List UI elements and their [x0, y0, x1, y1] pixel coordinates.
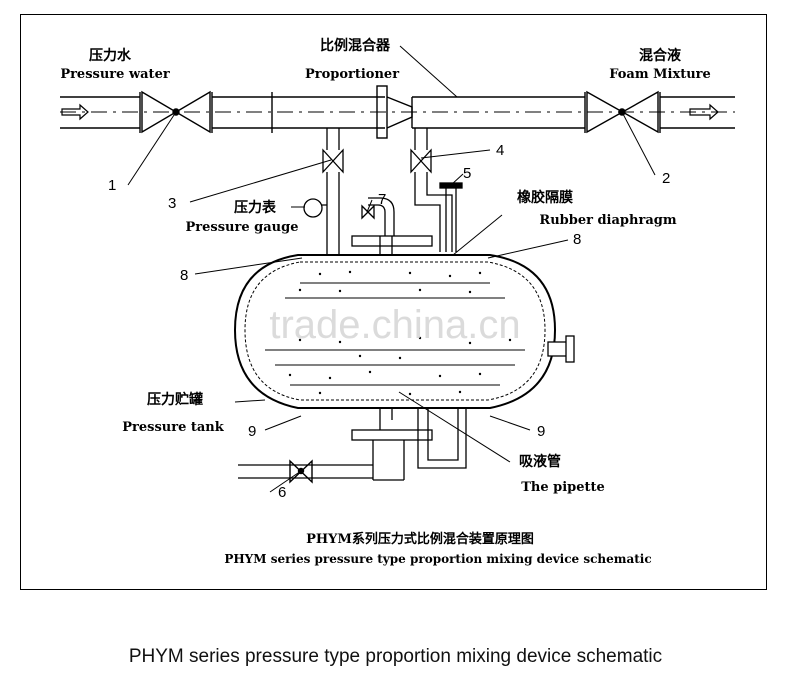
label-foam-mixture-en: Foam Mixture: [609, 67, 711, 82]
label-proportioner-cn: 比例混合器: [320, 37, 391, 54]
label-pressure-gauge-cn: 压力表: [234, 199, 277, 216]
callout-8-left: 8: [180, 267, 188, 284]
branch-pipe-3: [309, 128, 344, 255]
callout-4: 4: [496, 142, 504, 159]
labels: 压力水 Pressure water 比例混合器 Proportioner 混合…: [60, 37, 710, 495]
label-pressure-gauge-en: Pressure gauge: [186, 220, 299, 235]
callout-8-right: 8: [573, 231, 581, 248]
outlet-arrow: [689, 103, 719, 121]
label-pressure-water-cn: 压力水: [89, 47, 132, 64]
callout-1: 1: [108, 177, 116, 194]
diagram-frame: [20, 14, 767, 590]
diagram-title-en: PHYM series pressure type proportion mix…: [224, 552, 651, 566]
proportioner: [376, 85, 413, 139]
label-rubber-diaphragm-en: Rubber diaphragm: [539, 213, 676, 228]
callouts: 1 2 3 4 5 6 7 8 8 9 9: [108, 142, 670, 501]
callout-3: 3: [168, 195, 176, 212]
label-proportioner-en: Proportioner: [305, 67, 399, 82]
label-pressure-water-en: Pressure water: [60, 67, 170, 82]
pressure-gauge: [303, 198, 323, 218]
watermark-text: trade.china.cn: [269, 303, 520, 347]
main-pipe: [60, 92, 735, 133]
label-rubber-diaphragm-cn: 橡胶隔膜: [517, 189, 573, 206]
callout-2: 2: [662, 170, 670, 187]
callout-7: 7: [378, 191, 386, 208]
callout-9-right: 9: [537, 423, 545, 440]
label-pressure-tank-en: Pressure tank: [122, 420, 225, 435]
caption: PHYM series pressure type proportion mix…: [128, 646, 663, 667]
inlet-arrow: [61, 103, 89, 121]
diagram-title-cn: PHYM系列压力式比例混合装置原理图: [306, 531, 534, 547]
label-foam-mixture-cn: 混合液: [639, 47, 682, 64]
label-pipette-en: The pipette: [521, 480, 605, 495]
callout-5: 5: [463, 165, 471, 182]
vent-5: [439, 182, 463, 252]
label-pipette-cn: 吸液管: [519, 453, 561, 470]
label-pressure-tank-cn: 压力贮罐: [147, 391, 203, 408]
callout-9-left: 9: [248, 423, 256, 440]
callout-6: 6: [278, 484, 286, 501]
pressure-tank: [233, 254, 575, 409]
branch-pipe-4: [410, 128, 453, 252]
liquid-lines: [265, 282, 525, 386]
foam-dots: [288, 270, 512, 396]
bottom-outlet: [238, 408, 467, 481]
leader-lines: [127, 45, 656, 493]
